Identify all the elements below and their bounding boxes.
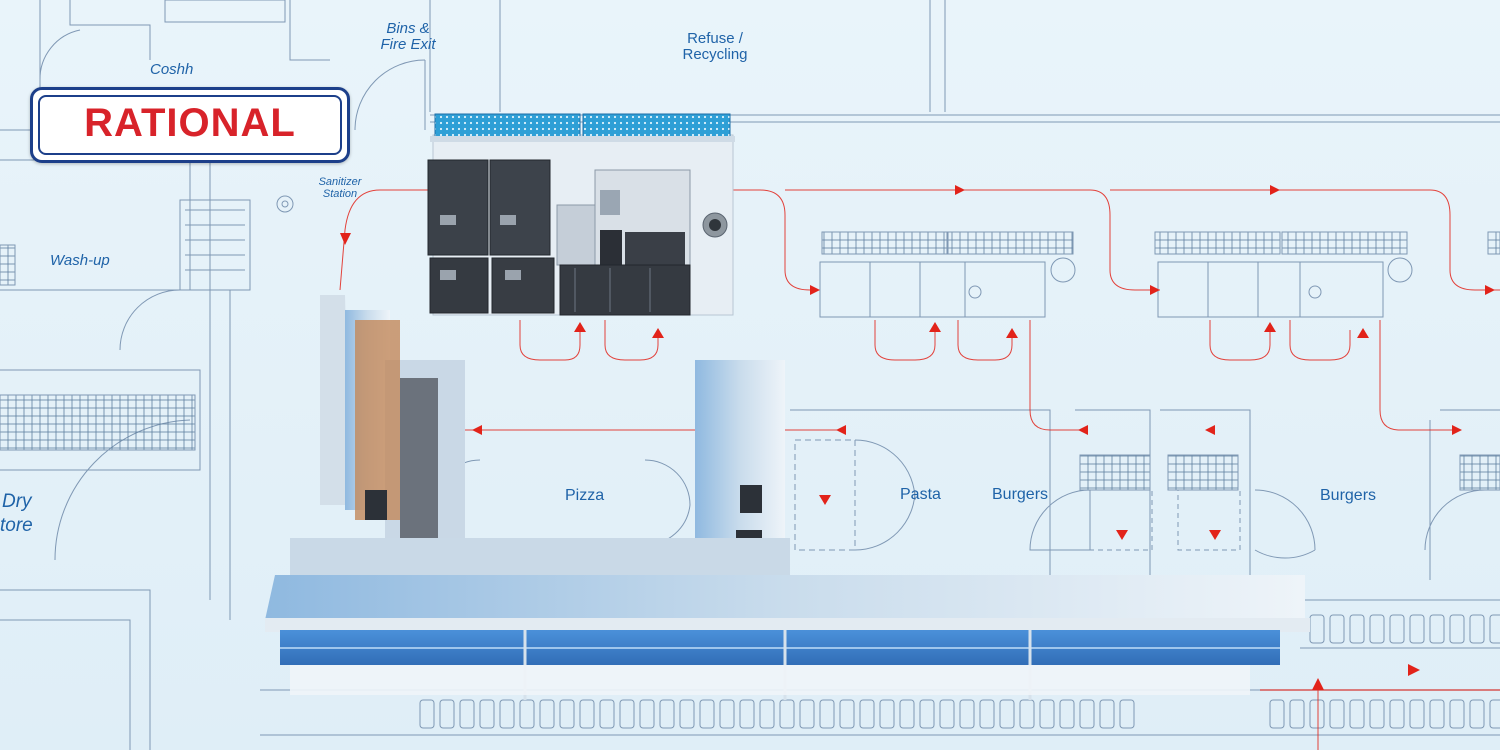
room-label-sanitizer: Sanitizer Station [310,176,370,200]
room-label-dry-line2: tore [0,515,33,536]
room-label-washup: Wash-up [50,252,110,269]
flow-arrows [340,185,1495,690]
brand-logo: RATIONAL [30,87,350,163]
combi-oven [556,169,728,316]
zone-label-burgers-1: Burgers [992,486,1049,503]
room-label-coshh: Coshh [150,61,194,78]
storage-slots [419,614,1500,729]
brand-logo-frame [38,95,342,155]
room-label-bins-line1: Bins & [386,20,430,37]
workflow-lines [339,189,1500,750]
storage-cabinets [427,159,555,314]
room-label-bins-line2: Fire Exit [380,36,436,53]
room-label-refuse: Refuse / Recycling [672,31,758,63]
room-label-dry-store: Dry tore [0,490,33,538]
room-label-sanitizer-line1: Sanitizer [318,176,362,188]
zone-label-pasta: Pasta [900,486,941,503]
zone-label-burgers-2: Burgers [1320,487,1377,504]
room-label-dry-line1: Dry [2,491,32,512]
room-label-refuse-line2: Recycling [682,46,748,63]
service-counter [265,295,1310,700]
room-label-bins: Bins & Fire Exit [372,21,444,53]
brand-logo-text: RATIONAL [84,101,296,145]
room-label-refuse-line1: Refuse / [687,30,743,47]
zone-label-pizza: Pizza [565,487,605,504]
room-label-sanitizer-line2: Station [322,188,358,200]
